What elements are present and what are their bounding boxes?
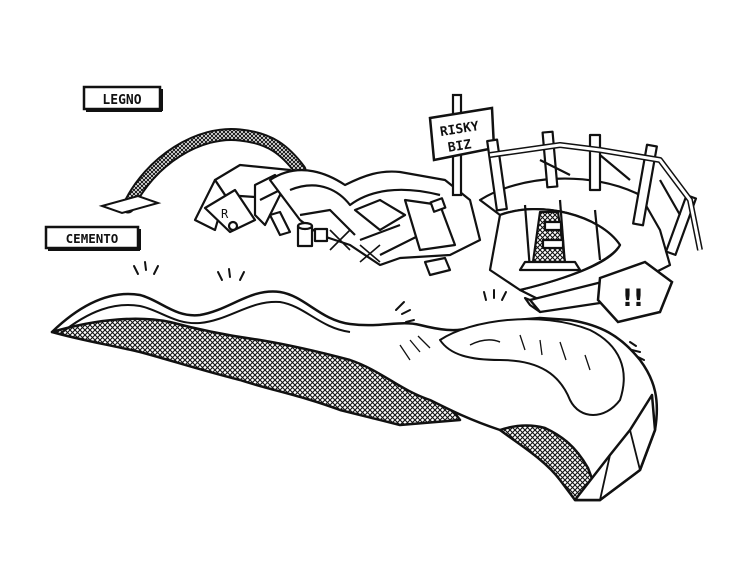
warning-box: !! xyxy=(596,260,674,324)
concrete-wave-bowl xyxy=(50,290,659,502)
wood-label: LEGNO xyxy=(102,93,141,108)
wood-label-sign: LEGNO xyxy=(82,85,163,112)
sign-line-1: RISKY xyxy=(439,119,480,140)
warning-marks: !! xyxy=(622,284,644,312)
concrete-label: CEMENTO xyxy=(66,231,119,246)
curved-rail xyxy=(98,127,307,215)
sign-line-2: BIZ xyxy=(447,137,473,156)
concrete-label-sign: CEMENTO xyxy=(44,225,141,251)
wooden-ramps: R xyxy=(193,163,482,277)
svg-text:R: R xyxy=(221,207,229,221)
risky-biz-sign: RISKY BIZ xyxy=(428,93,496,197)
